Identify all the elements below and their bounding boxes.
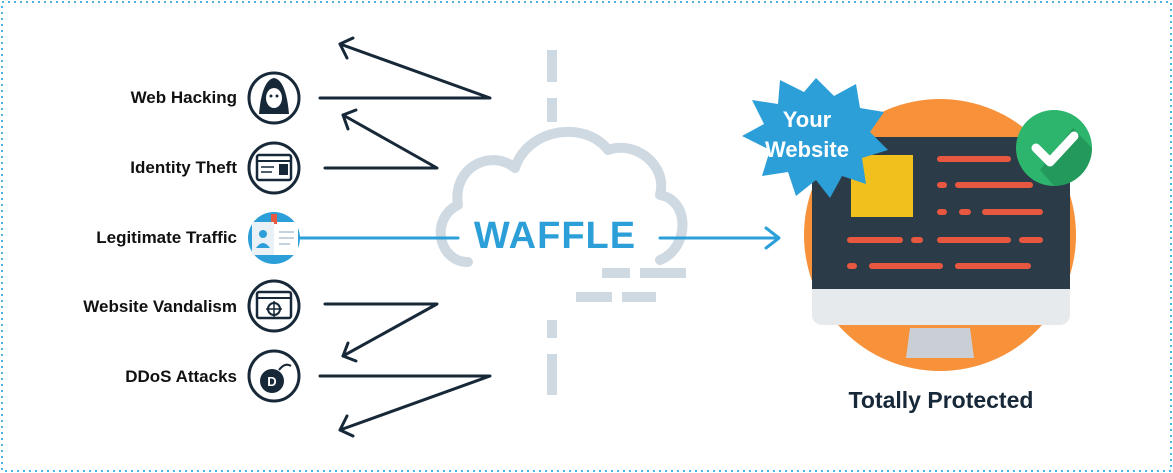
- user-badge-icon: [248, 212, 300, 264]
- monitor-icon: [804, 99, 1076, 371]
- badge-line-1: Your: [782, 107, 832, 132]
- threat-label-identity-theft: Identity Theft: [130, 158, 237, 177]
- target-icon: [247, 279, 301, 333]
- svg-text:D: D: [267, 374, 276, 389]
- threat-label-legitimate-traffic: Legitimate Traffic: [96, 228, 237, 247]
- checkmark-icon: [1016, 110, 1092, 186]
- status-caption: Totally Protected: [848, 387, 1034, 413]
- threat-label-website-vandalism: Website Vandalism: [83, 297, 237, 316]
- id-card-icon: [247, 141, 301, 195]
- badge-line-2: Website: [765, 137, 849, 162]
- blocked-arrows: [318, 36, 492, 438]
- bomb-icon: D: [247, 349, 301, 403]
- firewall-name: WAFFLE: [473, 215, 637, 257]
- hacker-icon: [247, 71, 301, 125]
- legitimate-traffic-arrow: [298, 226, 781, 250]
- cloud-firewall-icon: [435, 126, 688, 302]
- threat-label-web-hacking: Web Hacking: [130, 88, 237, 107]
- starburst-badge-icon: [742, 78, 888, 198]
- threat-label-ddos-attacks: DDoS Attacks: [125, 367, 237, 386]
